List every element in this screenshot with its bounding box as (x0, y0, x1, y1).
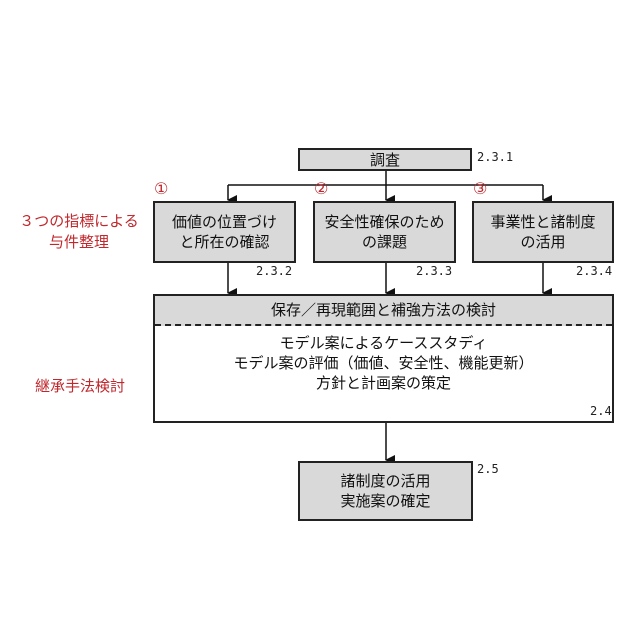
final-line: 実施案の確定 (340, 492, 431, 510)
method-line: モデル案の評価（価値、安全性、機能更新） (233, 354, 534, 372)
indicators-label: ３つの指標による 与件整理 (6, 211, 152, 253)
marker-1: ① (154, 179, 169, 198)
branch-box-safety: 安全性確保のため の課題 (313, 201, 456, 263)
method-lines: モデル案によるケーススタディ モデル案の評価（価値、安全性、機能更新） 方針と計… (233, 333, 533, 393)
branch-line: の課題 (361, 233, 407, 251)
branch-line: の活用 (520, 233, 566, 251)
final-section: 2.5 (477, 462, 499, 476)
survey-label: 調査 (369, 150, 400, 169)
branch-line: 価値の位置づけ (171, 213, 277, 231)
branch-box-value: 価値の位置づけ と所在の確認 (153, 201, 296, 263)
method-side-label: 継承手法検討 (34, 377, 125, 395)
branch-box-business: 事業性と諸制度 の活用 (472, 201, 614, 263)
branch-line: 事業性と諸制度 (490, 213, 596, 231)
survey-section: 2.3.1 (477, 150, 514, 164)
branch-section-2: 2.3.3 (416, 264, 453, 278)
final-box: 諸制度の活用 実施案の確定 (298, 461, 473, 521)
method-box: 保存／再現範囲と補強方法の検討 モデル案によるケーススタディ モデル案の評価（価… (153, 294, 614, 423)
branch-line: 安全性確保のため (324, 213, 445, 231)
branch-section-3: 2.3.4 (576, 264, 613, 278)
method-line: モデル案によるケーススタディ (279, 334, 488, 352)
branch-line: と所在の確認 (179, 233, 270, 251)
indicators-label-line: ３つの指標による (19, 212, 139, 230)
method-line: 方針と計画案の策定 (315, 374, 451, 392)
method-section: 2.4 (590, 404, 612, 418)
marker-2: ② (314, 179, 329, 198)
final-line: 諸制度の活用 (340, 472, 431, 490)
marker-3: ③ (473, 179, 488, 198)
method-header: 保存／再現範囲と補強方法の検討 (155, 296, 612, 326)
indicators-label-line: 与件整理 (48, 233, 109, 251)
survey-box: 調査 (298, 148, 472, 171)
branch-section-1: 2.3.2 (256, 264, 293, 278)
